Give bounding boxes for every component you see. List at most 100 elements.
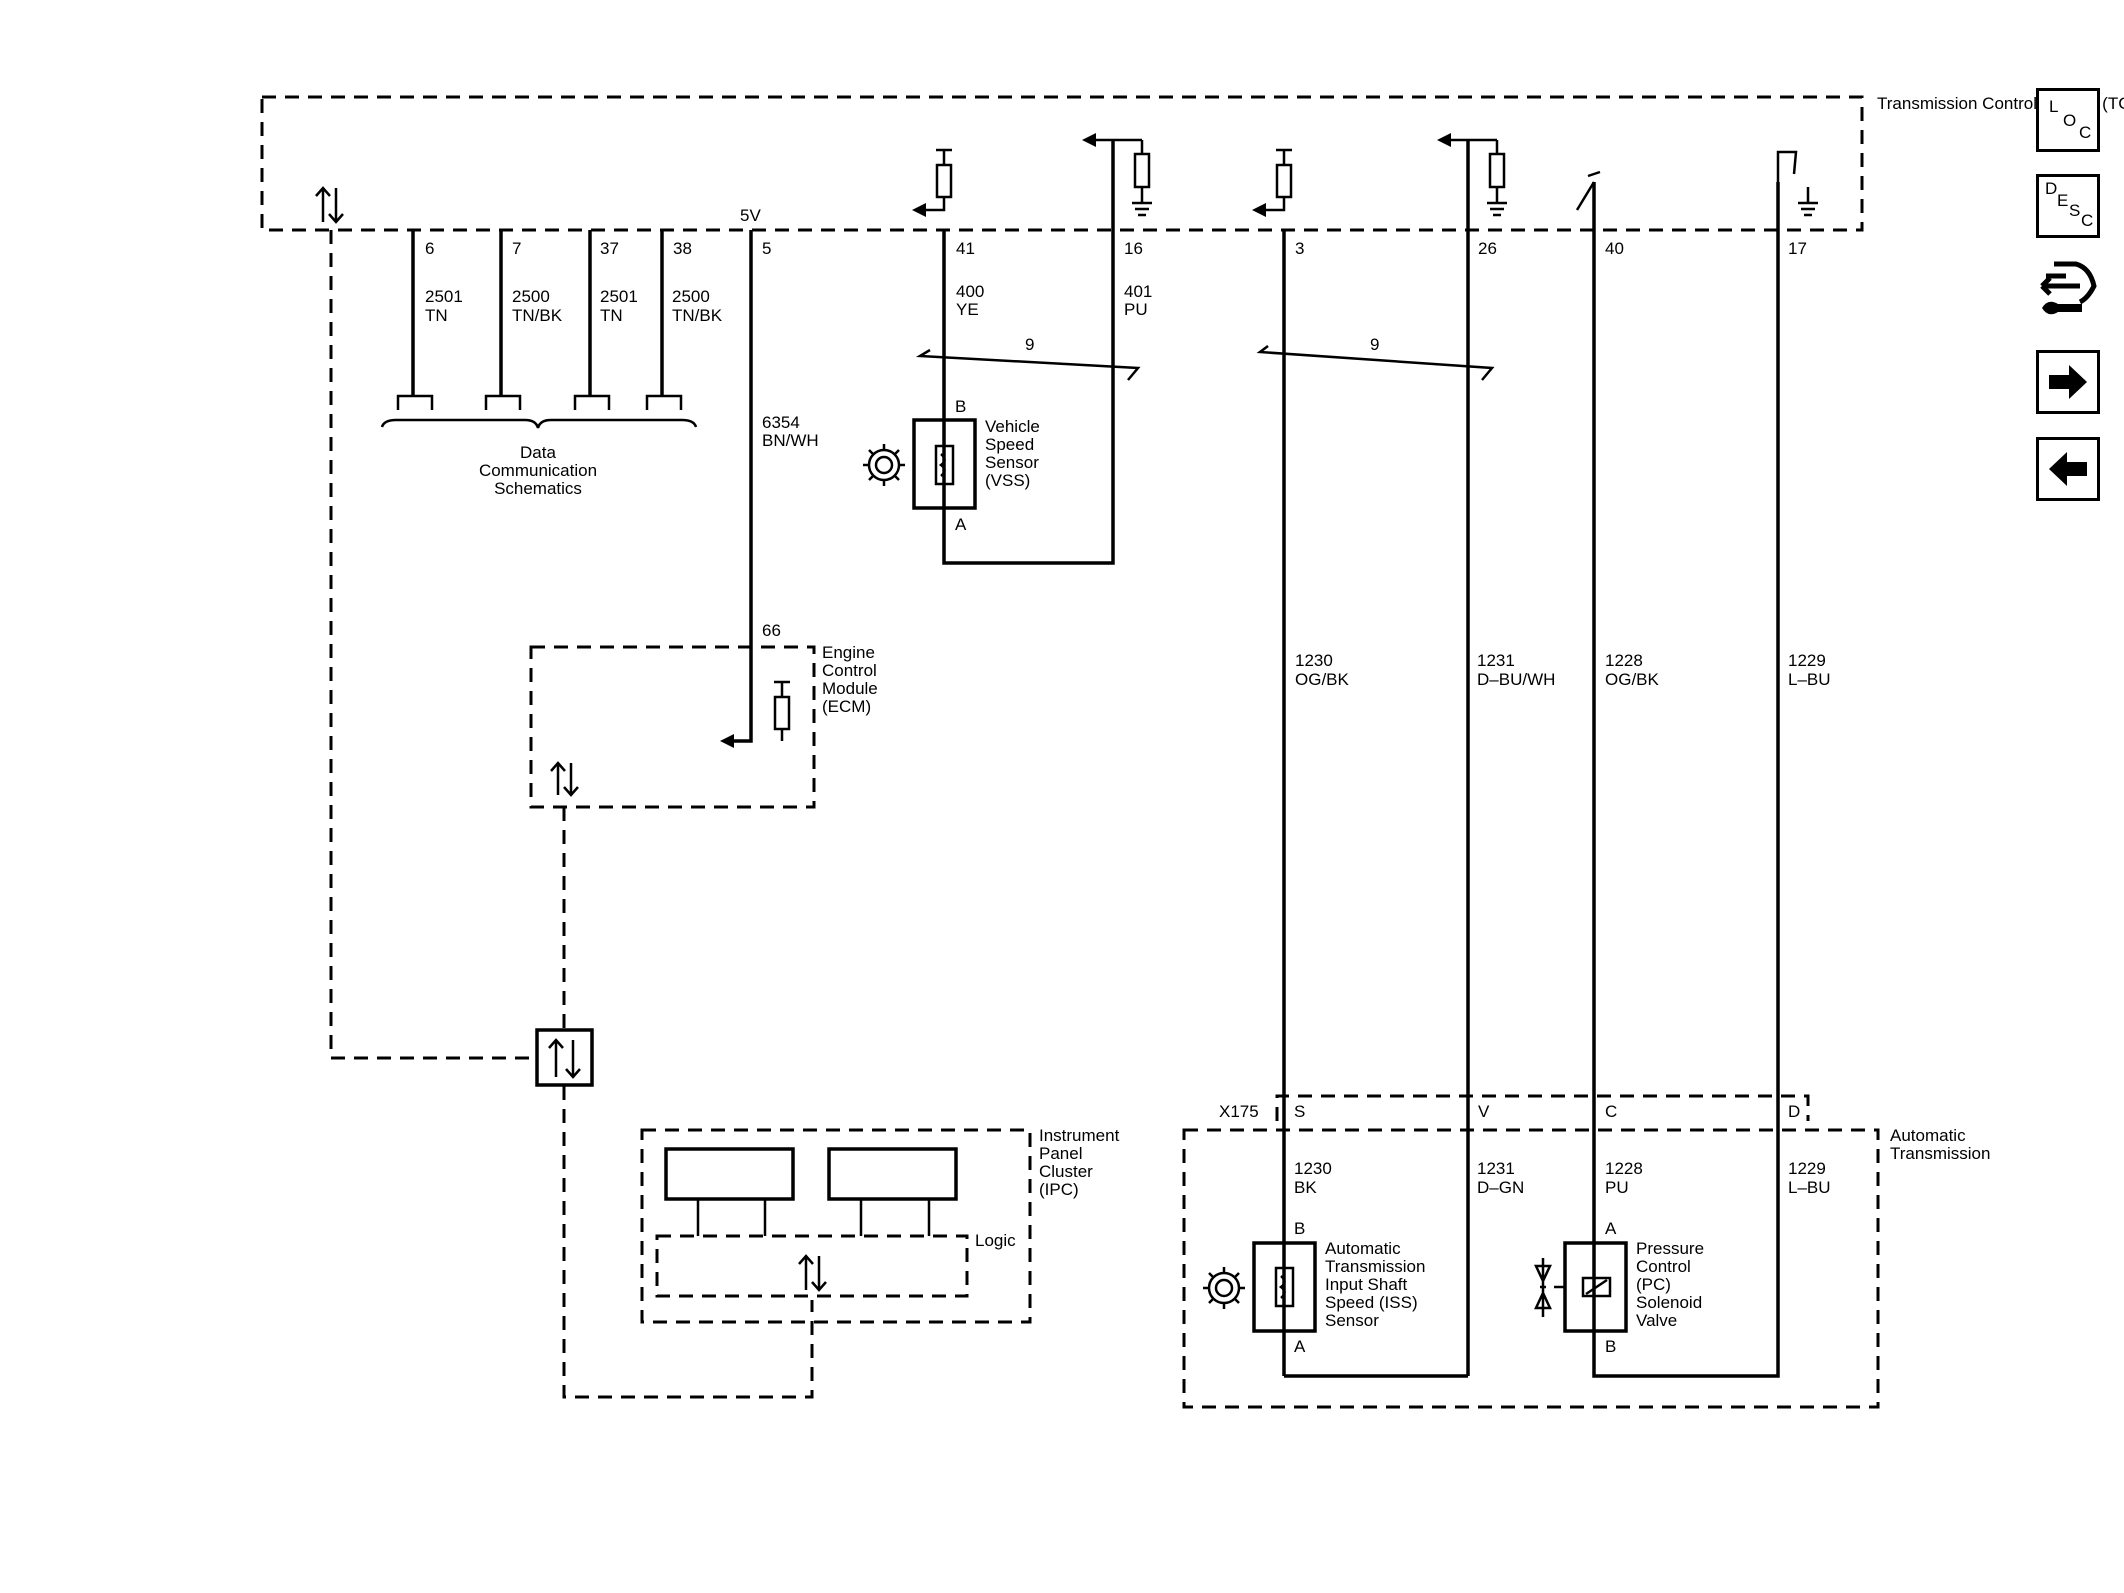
pin-40: 40 [1605, 239, 1624, 258]
x175-pin-s: S [1294, 1102, 1305, 1121]
wire-7-circuit: 2500 [512, 287, 550, 306]
desc-letter-c: C [2081, 211, 2094, 230]
pc-coil-icon [1534, 1258, 1612, 1317]
vss-gear-icon [863, 444, 905, 486]
wire-16-circuit: 401 [1124, 282, 1152, 301]
wire-3b-color: BK [1294, 1178, 1317, 1197]
ipc-display-left [664, 1147, 795, 1201]
wire-38-circuit: 2500 [672, 287, 710, 306]
vss-signal-pullup [912, 148, 953, 217]
ipc-display-leads [696, 1199, 931, 1236]
wire-40 [1592, 182, 1780, 1378]
tcm-serial-data-icon [315, 186, 344, 224]
wire-41-circuit: 400 [956, 282, 984, 301]
pin-37: 37 [600, 239, 619, 258]
wire-37-circuit: 2501 [600, 287, 638, 306]
iss-pin-a: A [1294, 1337, 1306, 1356]
x175-label: X175 [1219, 1102, 1259, 1121]
iss-signal-pullup [1252, 148, 1293, 217]
desc-letter-d: D [2045, 179, 2058, 198]
serial-data-link-ipc [562, 1086, 814, 1399]
ecm-serial-data-icon [550, 761, 579, 797]
pin-5: 5 [762, 239, 771, 258]
ecm-pullup-resistor-icon [773, 680, 791, 741]
wire-16-color: PU [1124, 300, 1148, 319]
description-button[interactable]: D E S C [2036, 174, 2100, 238]
wire-40-color: OG/BK [1605, 670, 1660, 689]
loc-letter-l: L [2049, 97, 2059, 116]
wire-17b-color: L–BU [1788, 1178, 1831, 1197]
ipc-logic-label: Logic [975, 1231, 1016, 1250]
wire-17b-circuit: 1229 [1788, 1159, 1826, 1178]
ecm-box [529, 645, 816, 809]
twist-label-iss: 9 [1370, 335, 1379, 354]
wire-41 [942, 140, 1115, 565]
wire-40b-circuit: 1228 [1605, 1159, 1643, 1178]
wire-26-circuit: 1231 [1477, 651, 1515, 670]
previous-page-button[interactable] [2036, 437, 2100, 501]
wire-3-circuit: 1230 [1295, 651, 1333, 670]
pin-16: 16 [1124, 239, 1143, 258]
iss-gear-icon [1203, 1267, 1245, 1309]
ipc-display-right [827, 1147, 958, 1201]
next-page-button[interactable] [2036, 350, 2100, 414]
vss-pin-a: A [955, 515, 967, 534]
ipc-box [640, 1128, 1032, 1324]
wire-5-circuit: 6354 [762, 413, 800, 432]
wire-26-color: D–BU/WH [1477, 670, 1555, 689]
vss-body [912, 418, 977, 510]
x175-pin-d: D [1788, 1102, 1800, 1121]
arrow-right-icon [2049, 365, 2087, 399]
tcm-box [260, 95, 1864, 232]
wire-5-color: BN/WH [762, 431, 819, 450]
iss-pin-b: B [1294, 1219, 1305, 1238]
vss-hall-icon [934, 444, 955, 486]
data-comm-wires [380, 230, 698, 429]
pin-66: 66 [762, 621, 781, 640]
pc-pin-a: A [1605, 1219, 1617, 1238]
wire-3-color: OG/BK [1295, 670, 1350, 689]
pc-pin-b: B [1605, 1337, 1616, 1356]
wire-5v-reference [726, 230, 753, 743]
desc-letter-s: S [2069, 201, 2081, 220]
wire-3 [1282, 140, 1470, 1378]
splice-pack-icon [535, 1028, 594, 1087]
x175-pin-c: C [1605, 1102, 1617, 1121]
iss-hall-icon [1274, 1266, 1295, 1308]
pin-6: 6 [425, 239, 434, 258]
twisted-pair-icon-2 [1256, 345, 1495, 381]
serial-data-link [329, 230, 536, 1060]
location-button[interactable]: L O C [2036, 88, 2100, 152]
twist-label-vss: 9 [1025, 335, 1034, 354]
pin-17: 17 [1788, 239, 1807, 258]
transmission-box [1182, 1128, 1880, 1409]
wire-17-circuit: 1229 [1788, 651, 1826, 670]
ipc-logic-box [655, 1234, 969, 1298]
tcm-high-side-switch-icon [1575, 170, 1601, 211]
iss-body [1252, 1241, 1317, 1333]
arrow-left-icon [2049, 452, 2087, 486]
wire-40b-color: PU [1605, 1178, 1629, 1197]
pin-38: 38 [673, 239, 692, 258]
loc-letter-c: C [2079, 123, 2092, 142]
iss-low-ground [1437, 133, 1507, 217]
pin-26: 26 [1478, 239, 1497, 258]
wire-6-circuit: 2501 [425, 287, 463, 306]
wire-41-color: YE [956, 300, 979, 319]
vss-pin-b: B [955, 397, 966, 416]
wire-17-color: L–BU [1788, 670, 1831, 689]
pin-3: 3 [1295, 239, 1304, 258]
wire-37-color: TN [600, 306, 623, 325]
diagnostic-connector-icon[interactable] [2036, 258, 2100, 322]
pin-7: 7 [512, 239, 521, 258]
wire-3b-circuit: 1230 [1294, 1159, 1332, 1178]
wire-7-color: TN/BK [512, 306, 563, 325]
